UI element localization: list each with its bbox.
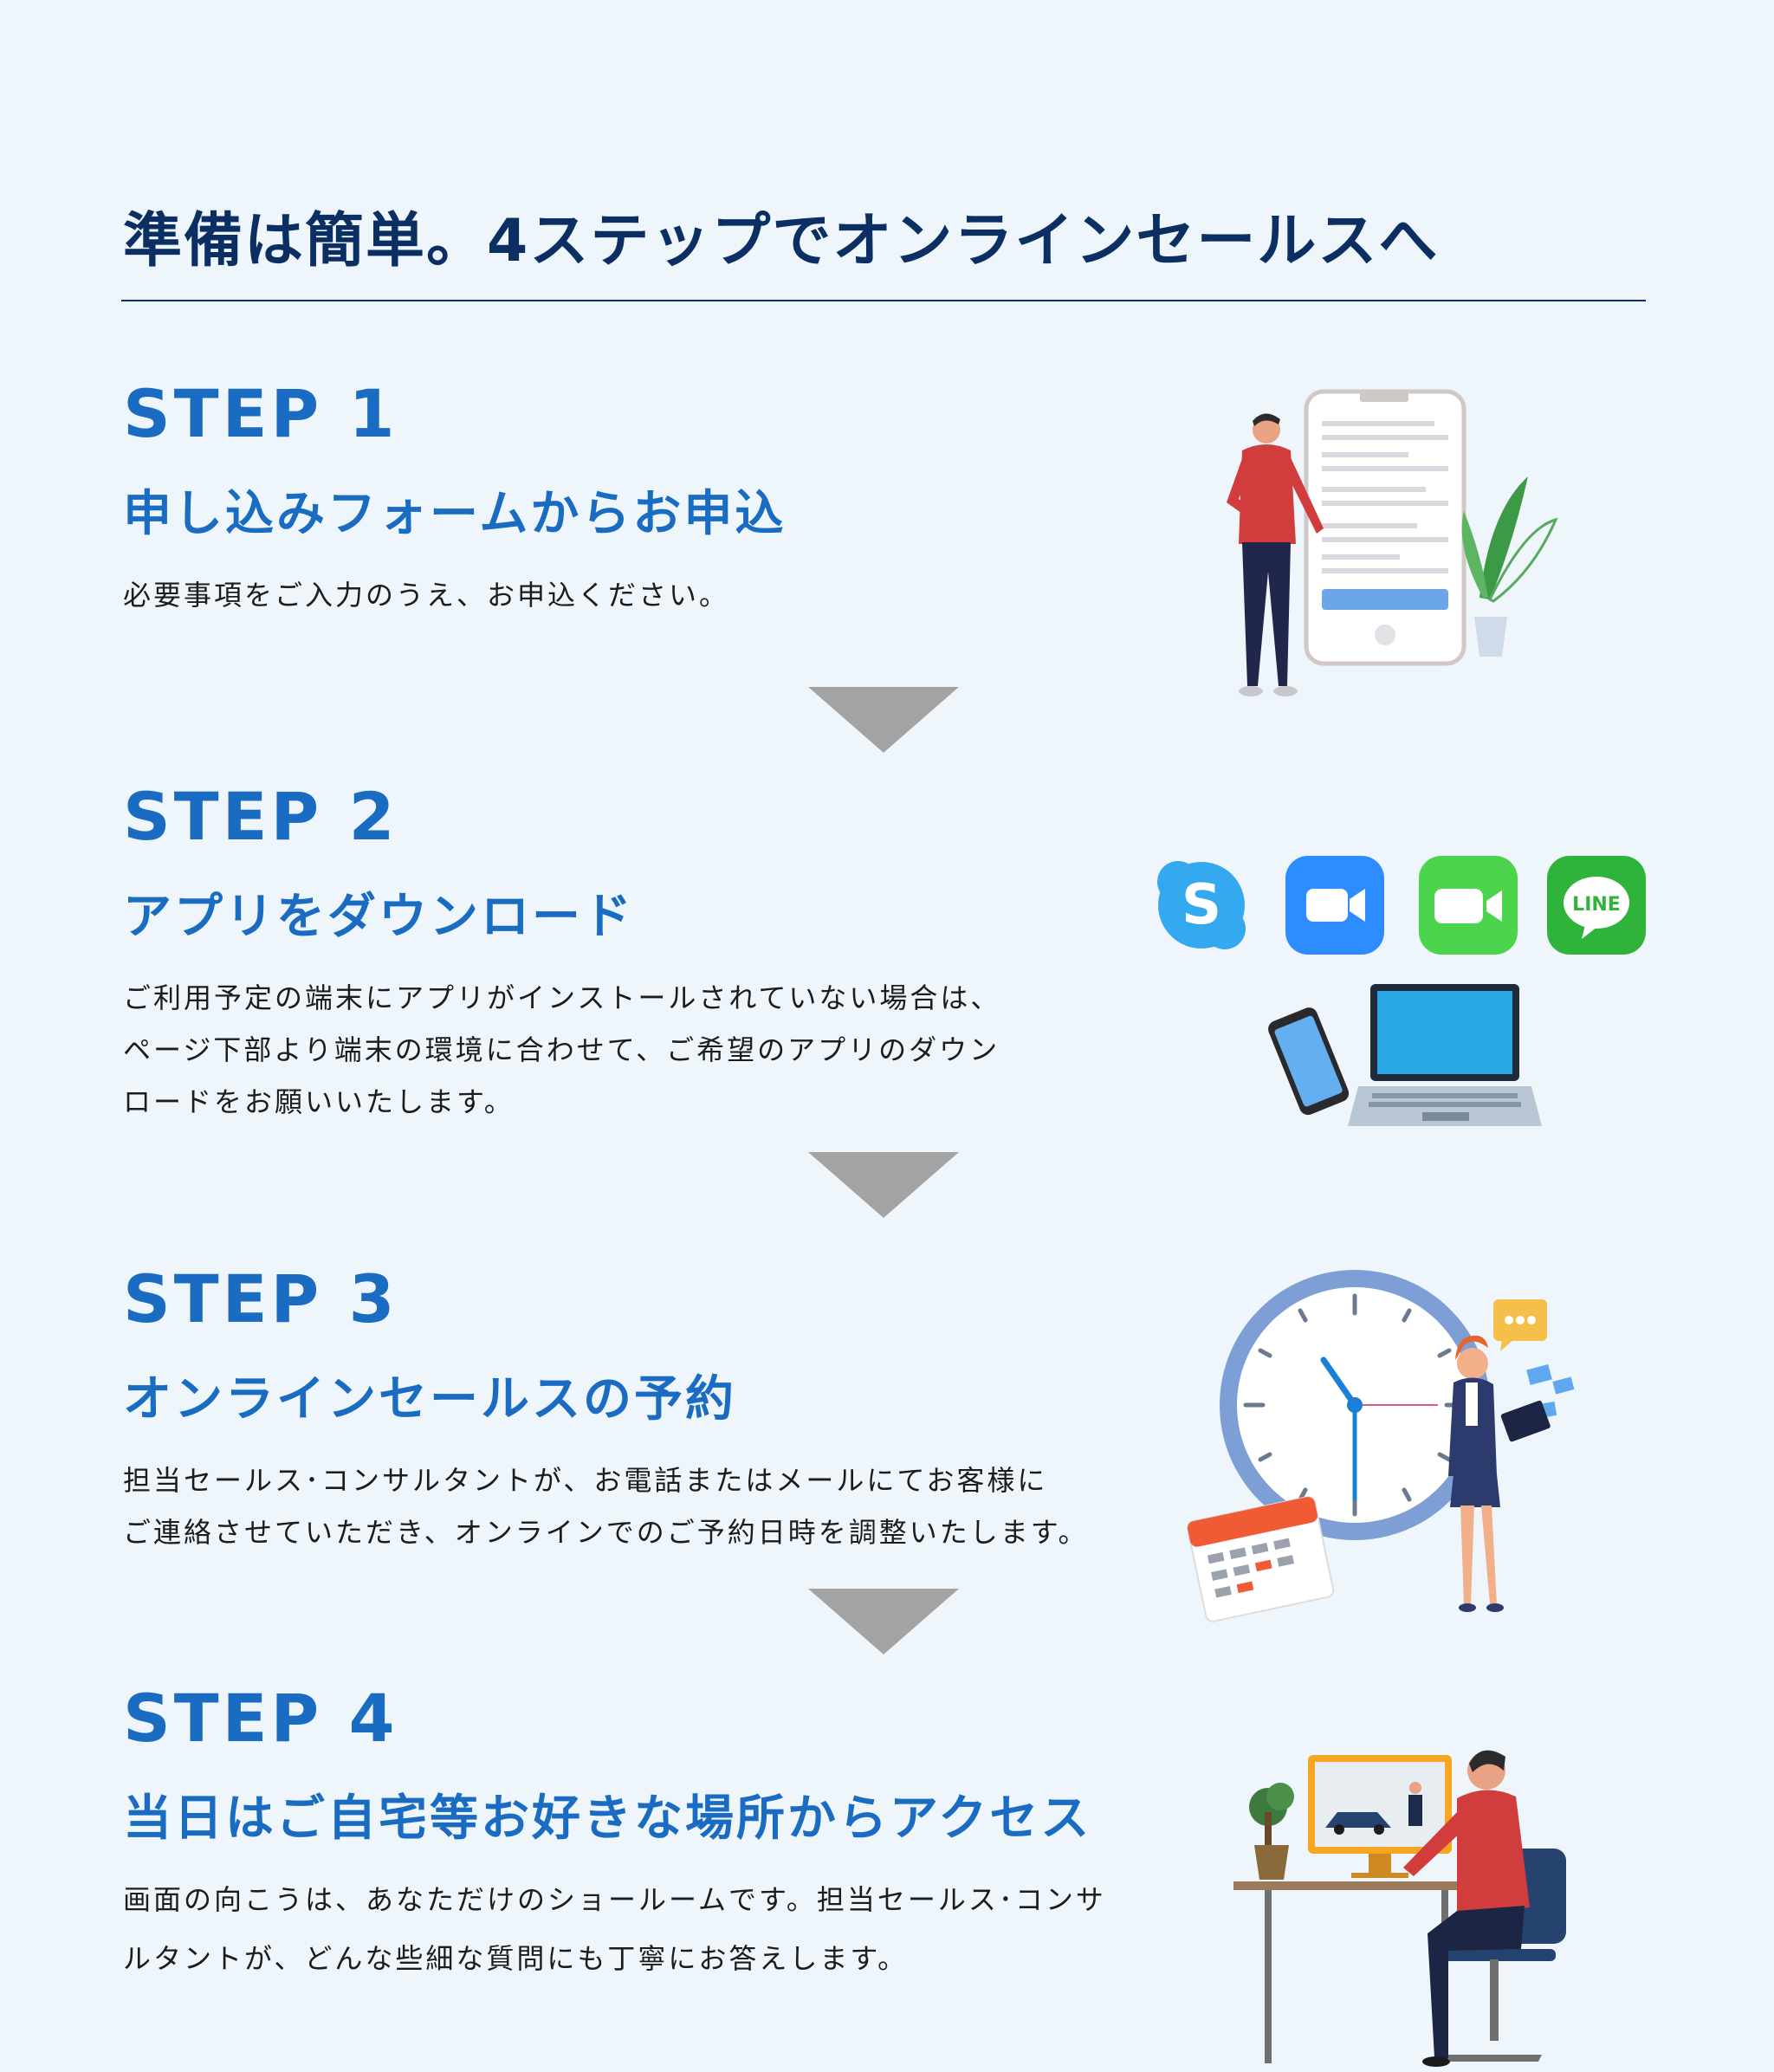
step-arrow-down (808, 1589, 959, 1654)
step-1: STEP 1 申し込みフォームからお申込 必要事項をご入力のうえ、お申込ください… (123, 381, 786, 613)
step-heading: 申し込みフォームからお申込 (123, 486, 787, 542)
step-arrow-down (808, 687, 959, 753)
line-icon: LINE (1547, 856, 1646, 955)
step-description: ご連絡させていただき、オンラインでのご予約日時を調整いたします。 (123, 1516, 1089, 1549)
person-with-phone-illustration (1227, 389, 1558, 696)
man-at-desk-illustration (1233, 1750, 1566, 2067)
line-label: LINE (1572, 894, 1621, 916)
facetime-icon (1419, 856, 1518, 955)
skype-letter: S (1182, 873, 1221, 937)
step-description: 担当セールス･コンサルタントが、お電話またはメールにてお客様に (123, 1464, 1048, 1497)
step-heading: アプリをダウンロード (123, 889, 634, 945)
step-label: STEP 3 (123, 1260, 398, 1337)
step-arrow-down (808, 1152, 959, 1218)
step-label: STEP 4 (123, 1680, 398, 1757)
page-title: 準備は簡単。4ステップでオンラインセールスへ (123, 207, 1440, 275)
apps-and-devices-illustration: S LINE (1150, 852, 1653, 1147)
step-description: ロードをお願いいたします。 (123, 1085, 515, 1118)
step-heading: 当日はご自宅等お好きな場所からアクセス (123, 1790, 1092, 1847)
clock-and-businesswoman-illustration (1186, 1270, 1575, 1622)
step-description: 必要事項をご入力のうえ、お申込ください。 (123, 579, 730, 612)
step-description: ご利用予定の端末にアプリがインストールされていない場合は、 (123, 981, 1001, 1014)
step-4: STEP 4 当日はご自宅等お好きな場所からアクセス 画面の向こうは、あなただけ… (123, 1686, 1106, 1977)
step-label: STEP 2 (123, 778, 398, 855)
step-heading: オンラインセールスの予約 (123, 1371, 736, 1428)
step-label: STEP 1 (123, 375, 398, 452)
step-description: 画面の向こうは、あなただけのショールームです。担当セールス･コンサ (123, 1883, 1106, 1916)
skype-icon: S (1152, 856, 1251, 955)
step-3: STEP 3 オンラインセールスの予約 担当セールス･コンサルタントが、お電話ま… (123, 1266, 1089, 1551)
step-2: STEP 2 アプリをダウンロード ご利用予定の端末にアプリがインストールされて… (123, 784, 1000, 1120)
title-divider (121, 300, 1646, 301)
smartphone-and-laptop-icon (1268, 984, 1542, 1126)
zoom-icon (1285, 856, 1384, 955)
step-description: ルタントが、どんな些細な質問にも丁寧にお答えします。 (123, 1942, 909, 1975)
step-description: ページ下部より端末の環境に合わせて、ご希望のアプリのダウン (123, 1033, 1000, 1066)
calendar-icon (1186, 1496, 1335, 1622)
